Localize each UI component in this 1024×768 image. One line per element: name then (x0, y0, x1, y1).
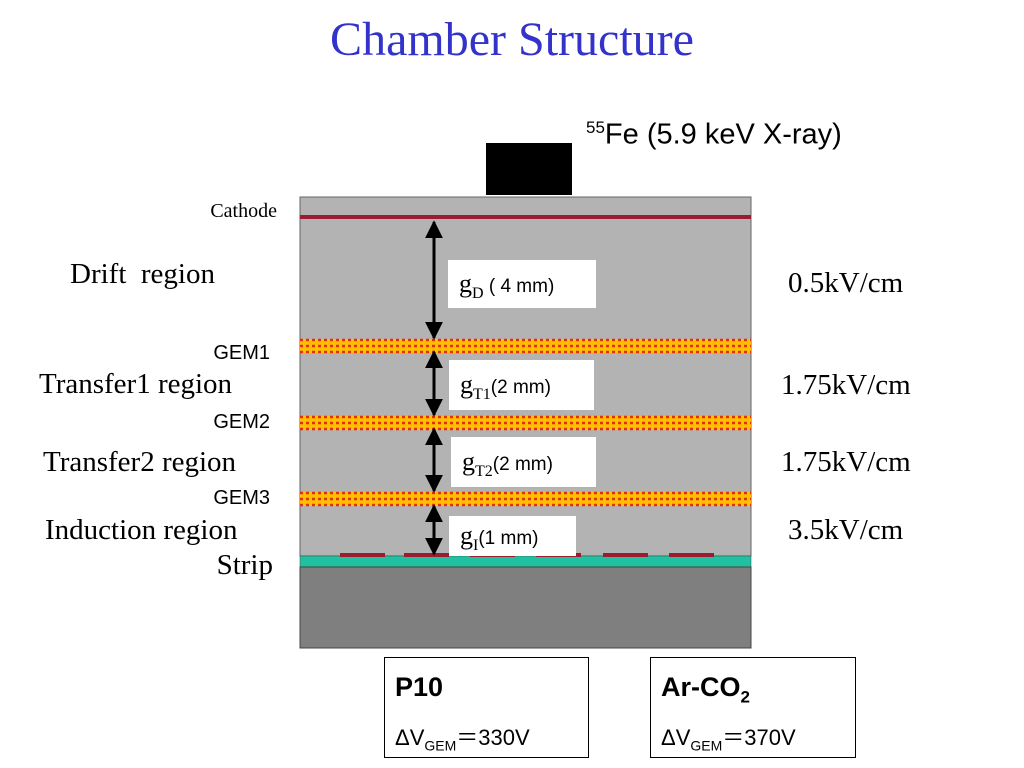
drift-gap-box: gD ( 4 mm) (448, 260, 596, 308)
cathode-label: Cathode (210, 200, 277, 222)
transfer1-field-label: 1.75kV/cm (781, 369, 911, 401)
drift-field-label: 0.5kV/cm (788, 267, 904, 299)
induction-field-label: 3.5kV/cm (788, 514, 904, 546)
gap-symbol: g (460, 521, 473, 550)
isotope-mass-number: 55 (586, 118, 605, 137)
xray-source-block (486, 143, 572, 195)
transfer2-region-label: Transfer2 region (43, 446, 237, 478)
gem2-foil (300, 415, 751, 431)
isotope-label: Fe (5.9 keV X-ray) (604, 118, 842, 151)
gas-name: P10 (395, 672, 444, 702)
gem3-label: GEM3 (213, 487, 270, 509)
gap-symbol: g (459, 269, 472, 298)
gap-symbol: g (462, 447, 475, 476)
gem1-foil (300, 338, 751, 354)
gap-size: (2 mm) (492, 454, 553, 475)
gas-box-ar-co2: Ar-CO2 ΔVGEM＝370V (650, 657, 856, 758)
transfer1-region-label: Transfer1 region (39, 368, 233, 400)
induction-region-label: Induction region (45, 514, 238, 546)
gem2-label: GEM2 (213, 411, 270, 433)
gap-size: (1 mm) (478, 528, 539, 549)
gas-box-p10: P10 ΔVGEM＝330V (384, 657, 589, 758)
gap-symbol: g (460, 370, 473, 399)
page-title: Chamber Structure (330, 13, 694, 66)
xray-source-label: 55Fe (5.9 keV X-ray) (586, 118, 842, 152)
gem3-foil (300, 491, 751, 507)
transfer1-gap-box: gT1(2 mm) (449, 360, 594, 410)
induction-gap-box: gI(1 mm) (449, 516, 576, 556)
gap-subscript: I (473, 537, 479, 555)
gem-voltage: ΔVGEM＝370V (661, 725, 796, 754)
drift-region-label: Drift region (70, 258, 215, 290)
gas-name: Ar-CO2 (661, 672, 750, 707)
strip-label: Strip (216, 549, 273, 581)
gem1-label: GEM1 (213, 342, 270, 364)
transfer2-field-label: 1.75kV/cm (781, 446, 911, 478)
gap-subscript: T2 (475, 463, 493, 481)
gap-subscript: D (472, 285, 484, 303)
transfer2-gap-box: gT2(2 mm) (451, 437, 596, 487)
readout-board (299, 555, 752, 568)
gap-subscript: T1 (473, 386, 491, 404)
gap-size: (2 mm) (490, 377, 551, 398)
gem-voltage: ΔVGEM＝330V (395, 725, 530, 754)
gap-size: ( 4 mm) (483, 276, 555, 297)
substrate (299, 566, 752, 649)
